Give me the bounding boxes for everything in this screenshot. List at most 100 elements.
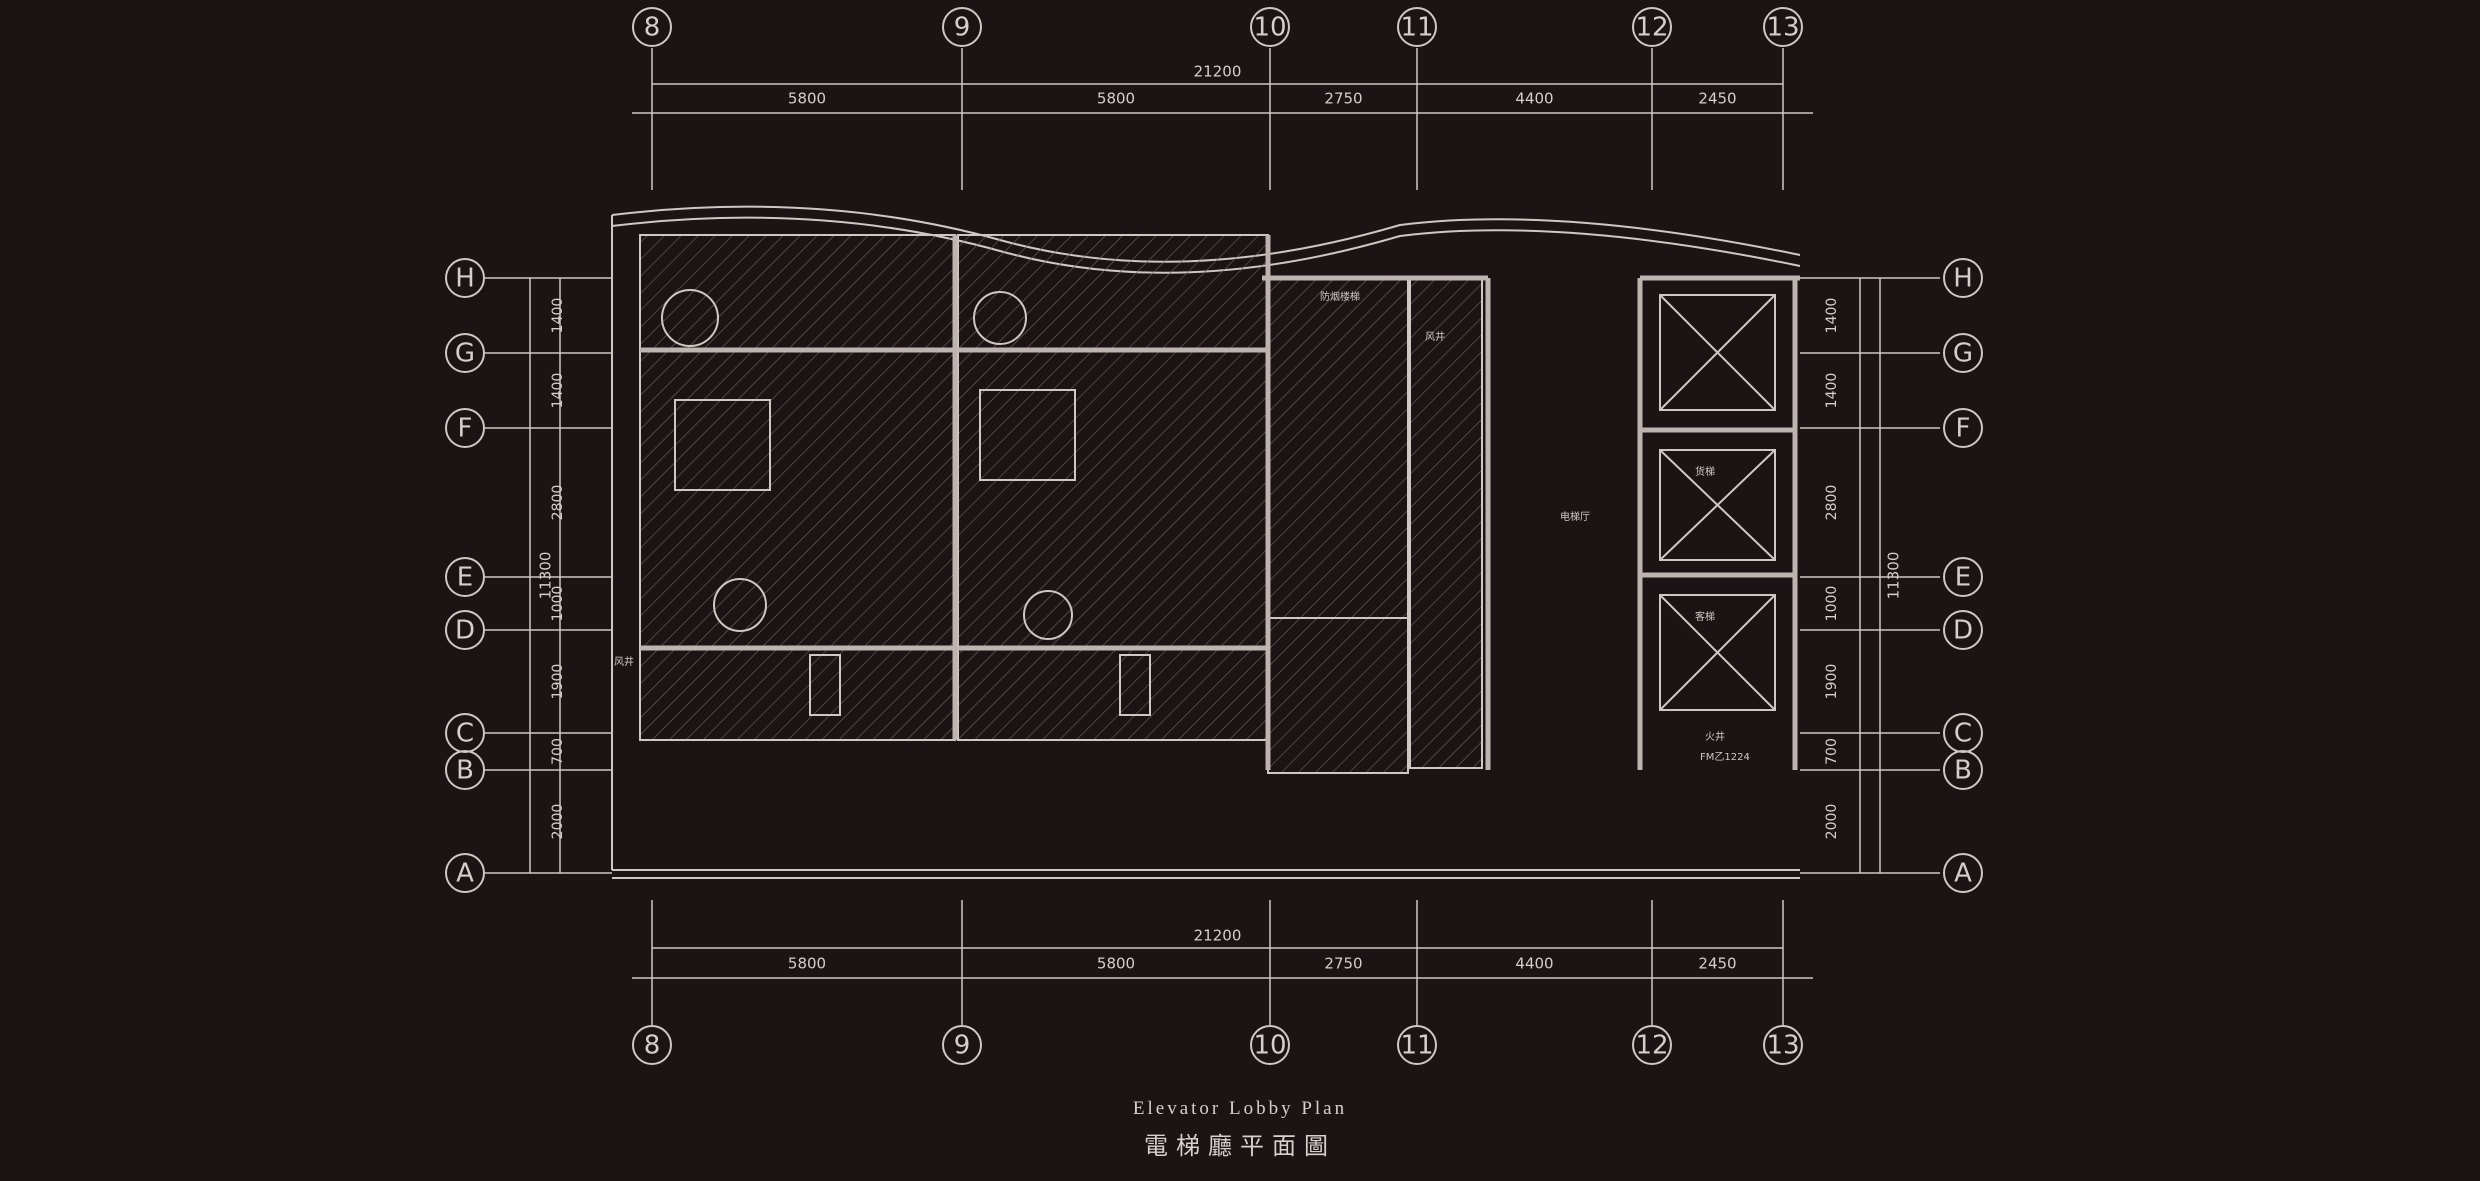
label-wind: 风井 xyxy=(614,655,634,668)
dim-row-spacing: 1900 xyxy=(550,664,566,700)
grid-bubble-col-top xyxy=(942,7,982,47)
guest-rooms xyxy=(639,234,1483,774)
grid-bubble-row-left-label: D xyxy=(455,616,475,646)
grid-bubble-col-top xyxy=(632,7,672,47)
elevator-cars xyxy=(1659,294,1776,711)
label-passenger-elevator: 客梯 xyxy=(1695,610,1715,623)
dim-col-spacing: 5800 xyxy=(1097,90,1135,108)
dimension-lines: 21200 5800 5800 2750 4400 2450 21200 5800 5800 27… xyxy=(529,63,1903,979)
dim-row-spacing: 2800 xyxy=(550,485,566,521)
dim-row-spacing: 1400 xyxy=(550,298,566,334)
grid-bubble-col-top-label: 9 xyxy=(954,13,971,43)
dim-row-spacing: 1000 xyxy=(550,586,566,622)
dim-col-spacing: 5800 xyxy=(1097,955,1135,973)
dim-col-spacing: 5800 xyxy=(788,90,826,108)
grid-bubble-row-left xyxy=(445,408,485,448)
grid-bubble-col-bottom xyxy=(1763,1025,1803,1065)
grid-bubble-row-right-label: D xyxy=(1953,616,1973,646)
dim-total-depth: 11300 xyxy=(1885,552,1903,600)
grid-bubble-row-right xyxy=(1943,750,1983,790)
stair-core xyxy=(1267,277,1409,619)
dim-row-spacing: 1900 xyxy=(1824,664,1840,700)
grid-bubble-row-right-label: A xyxy=(1954,859,1972,889)
grid-bubble-row-left-label: A xyxy=(456,859,474,889)
grid-bubble-col-bottom-label: 9 xyxy=(954,1031,971,1061)
grid-bubble-row-left-label: E xyxy=(457,563,473,593)
grid-bubble-col-bottom-label: 12 xyxy=(1635,1031,1668,1061)
grid-bubble-col-bottom-label: 10 xyxy=(1253,1031,1286,1061)
grid-bubble-col-top xyxy=(1250,7,1290,47)
grid-bubble-row-left-label: H xyxy=(455,264,475,294)
grid-bubble-row-right xyxy=(1943,610,1983,650)
dim-col-spacing: 2750 xyxy=(1324,955,1362,973)
lower-corridor xyxy=(1267,617,1409,774)
grid-bubble-row-left-label: C xyxy=(456,719,474,749)
grid-bubble-row-right-label: C xyxy=(1954,719,1972,749)
label-fire-door: FM乙1224 xyxy=(1700,751,1750,763)
grid-bubble-col-bottom xyxy=(1250,1025,1290,1065)
guest-room-right xyxy=(957,234,1269,741)
drawing-title-cn: 電梯廳平面圖 xyxy=(1144,1132,1336,1160)
grid-bubble-col-bottom xyxy=(942,1025,982,1065)
grid-bubble-row-right-label: B xyxy=(1954,756,1972,786)
dim-row-spacing: 1400 xyxy=(1824,373,1840,409)
elevator-car-1 xyxy=(1659,294,1776,411)
dim-col-spacing: 2750 xyxy=(1324,90,1362,108)
dim-row-spacing: 1400 xyxy=(550,373,566,409)
grid-bubble-col-top xyxy=(1397,7,1437,47)
dim-total-depth: 11300 xyxy=(537,552,555,600)
grid-bubble-col-bottom-label: 11 xyxy=(1400,1031,1433,1061)
grid-bubble-col-bottom xyxy=(1397,1025,1437,1065)
label-shaft: 风井 xyxy=(1425,330,1445,343)
grid-bubble-row-right xyxy=(1943,557,1983,597)
grid-bubble-row-left xyxy=(445,610,485,650)
elevator-car-2 xyxy=(1659,449,1776,561)
grid-bubble-col-top xyxy=(1763,7,1803,47)
grid-bubble-row-left-label: B xyxy=(456,756,474,786)
dim-total-width: 21200 xyxy=(1194,63,1242,81)
grid-bubble-col-bottom xyxy=(1632,1025,1672,1065)
grid-bubble-col-top-label: 8 xyxy=(644,13,661,43)
dim-row-spacing: 1400 xyxy=(1824,298,1840,334)
drawing-title-en: Elevator Lobby Plan xyxy=(1132,1098,1348,1119)
grid-bubble-row-left xyxy=(445,750,485,790)
elevator-car-3 xyxy=(1659,594,1776,711)
dim-row-spacing: 2000 xyxy=(1824,804,1840,840)
grid-bubble-col-top-label: 13 xyxy=(1766,13,1799,43)
grid-bubble-col-bottom-label: 13 xyxy=(1766,1031,1799,1061)
grid-bubble-col-bottom xyxy=(632,1025,672,1065)
grid-bubble-row-left xyxy=(445,557,485,597)
dim-row-spacing: 2800 xyxy=(1824,485,1840,521)
grid-bubble-row-right-label: H xyxy=(1953,264,1973,294)
label-stair: 防烟楼梯 xyxy=(1320,290,1360,303)
label-fire-exit: 火井 xyxy=(1705,730,1725,743)
furniture xyxy=(661,289,1151,716)
dim-col-spacing: 4400 xyxy=(1515,90,1553,108)
dim-row-spacing: 2000 xyxy=(550,804,566,840)
grid-bubble-row-left xyxy=(445,333,485,373)
grid-bubble-row-left xyxy=(445,853,485,893)
dim-col-spacing: 4400 xyxy=(1515,955,1553,973)
guest-room-left xyxy=(639,234,956,741)
grid-bubble-col-top-label: 12 xyxy=(1635,13,1668,43)
dim-total-width: 21200 xyxy=(1194,927,1242,945)
grid-bubble-row-left xyxy=(445,258,485,298)
interior-walls xyxy=(640,235,1800,770)
dim-col-spacing: 2450 xyxy=(1698,955,1736,973)
label-elevator-hall: 电梯厅 xyxy=(1560,510,1590,523)
grid-bubble-col-bottom-label: 8 xyxy=(644,1031,661,1061)
grid-bubble-row-right xyxy=(1943,408,1983,448)
grid-bubble-col-top-label: 10 xyxy=(1253,13,1286,43)
dim-col-spacing: 2450 xyxy=(1698,90,1736,108)
dim-col-spacing: 5800 xyxy=(788,955,826,973)
grid-bubble-row-right xyxy=(1943,258,1983,298)
dim-row-spacing: 700 xyxy=(550,738,566,765)
grid-bubble-col-top xyxy=(1632,7,1672,47)
dim-row-spacing: 700 xyxy=(1824,738,1840,765)
grid-bubble-row-right-label: E xyxy=(1955,563,1971,593)
grid-bubble-row-right-label: F xyxy=(1956,414,1971,444)
grid-bubble-col-top-label: 11 xyxy=(1400,13,1433,43)
label-freight-elevator: 货梯 xyxy=(1695,465,1715,478)
